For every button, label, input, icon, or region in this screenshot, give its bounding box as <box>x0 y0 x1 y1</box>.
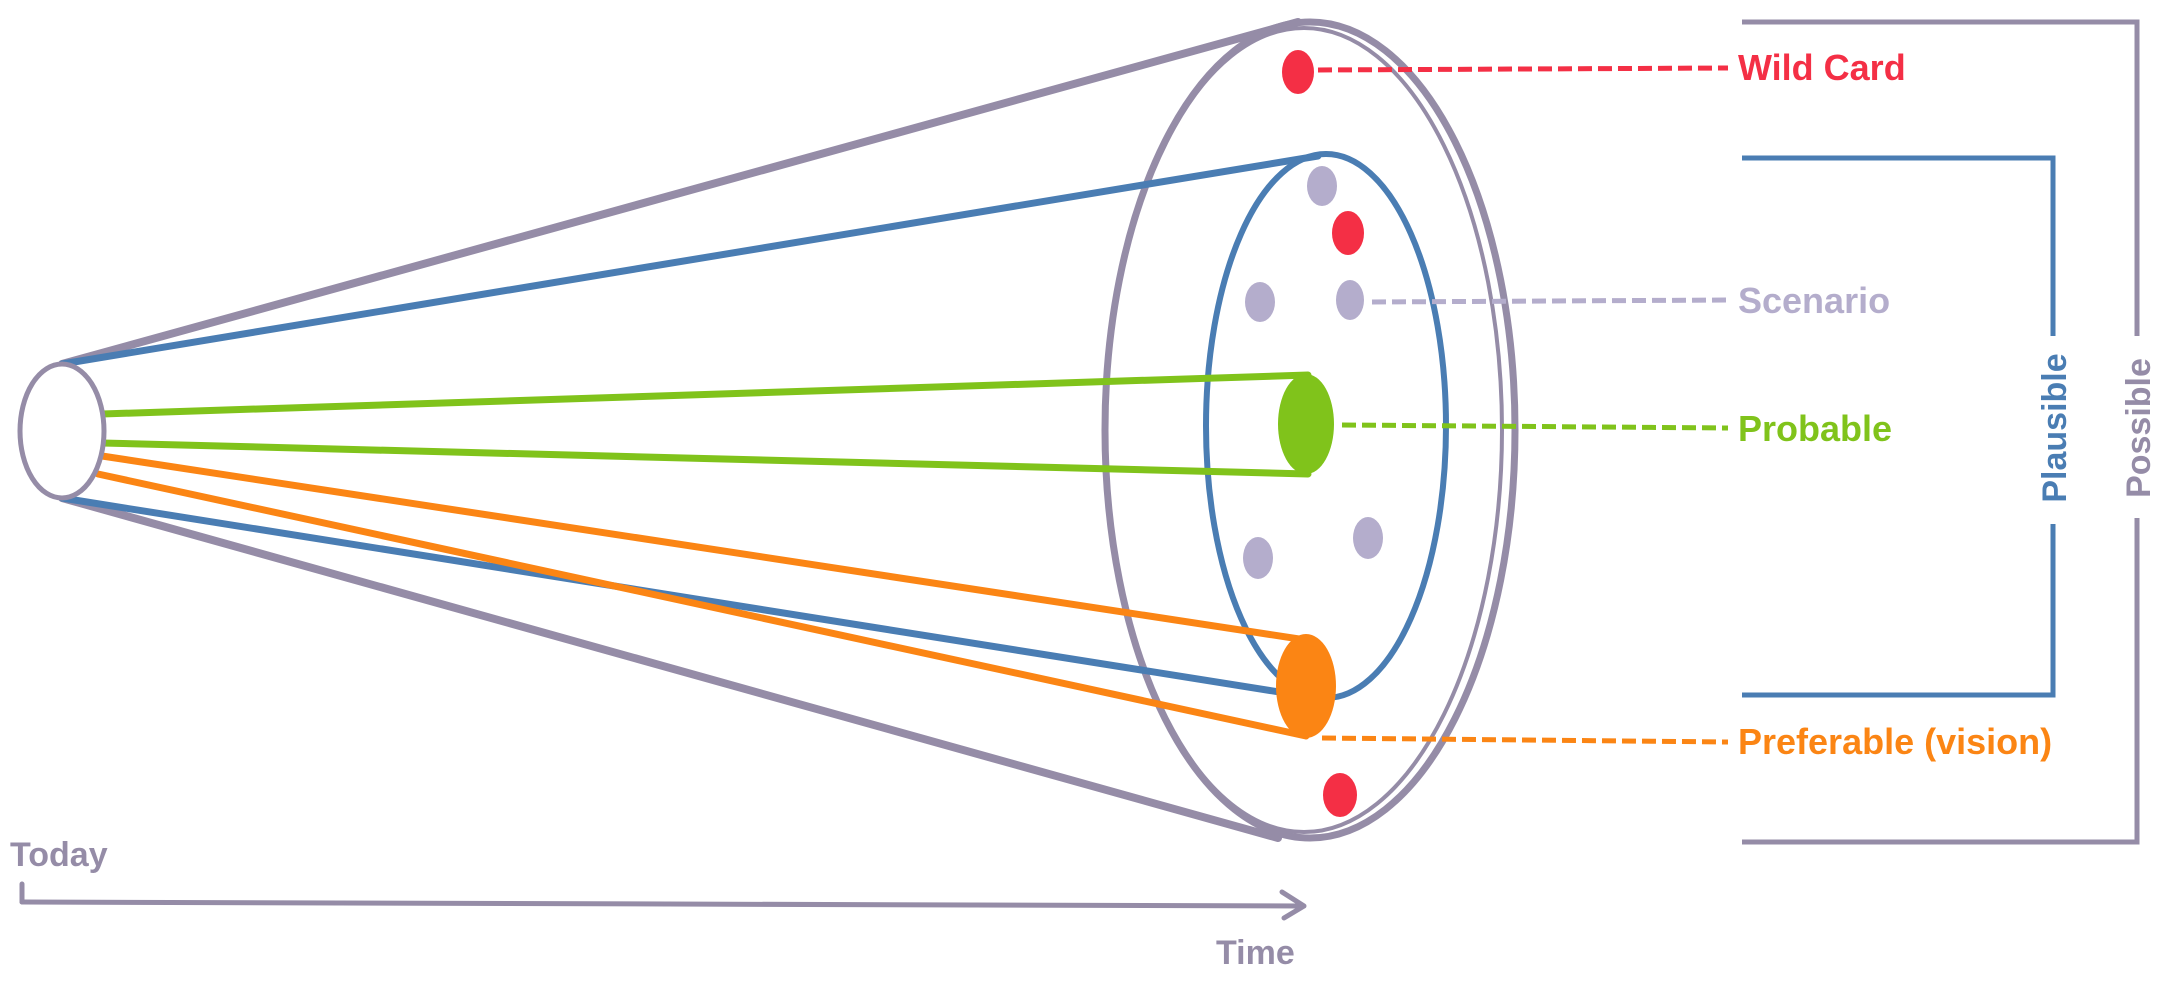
today-label: Today <box>10 836 108 874</box>
scenario-dot <box>1307 166 1337 206</box>
scenario-dot <box>1336 280 1364 320</box>
probable-cone-top-edge <box>98 371 1312 418</box>
probable-cone <box>98 371 1334 478</box>
probable-cone-bottom-edge <box>98 439 1312 478</box>
possible-cone-bottom-edge <box>58 494 1282 842</box>
possible-bracket <box>1742 19 2140 845</box>
wild-card-dot <box>1282 50 1314 94</box>
plausible-label: Plausible <box>2036 353 2074 502</box>
probable-label: Probable <box>1738 408 1892 449</box>
today-origin <box>17 361 107 501</box>
scenario-dot <box>1353 517 1383 559</box>
wild-card-label: Wild Card <box>1738 47 1906 88</box>
possible-label: Possible <box>2120 358 2158 498</box>
leader-lines <box>1317 65 1729 745</box>
plausible-cone-top-edge <box>58 152 1322 368</box>
possible-cone-end-rim <box>1104 26 1504 834</box>
wild-card-dot <box>1323 773 1357 817</box>
preferable-leader <box>1321 735 1729 745</box>
scenario-leader <box>1371 297 1729 305</box>
possible-cone <box>58 18 1519 842</box>
scenario-dots <box>1243 166 1383 579</box>
plausible-bracket <box>1742 155 2056 698</box>
scenario-dot <box>1245 282 1275 322</box>
wild-card-leader <box>1317 65 1729 73</box>
preferable-cone-end <box>1276 634 1336 738</box>
possible-cone-top-edge <box>58 18 1302 368</box>
time-label: Time <box>1216 934 1295 972</box>
preferable-cone-bottom-edge <box>94 470 1310 740</box>
preferable-cone-top-edge <box>98 452 1310 644</box>
probable-leader <box>1341 422 1729 431</box>
preferable-cone <box>94 452 1336 740</box>
scenario-dot <box>1243 537 1273 579</box>
probable-cone-end <box>1278 374 1334 474</box>
time-axis-arrowhead <box>1279 889 1307 921</box>
scenario-label: Scenario <box>1738 280 1890 321</box>
wild-card-dot <box>1332 211 1364 255</box>
wild-card-dots <box>1282 50 1364 817</box>
time-axis-line <box>19 899 1305 909</box>
time-axis <box>19 881 1307 921</box>
preferable-label: Preferable (vision) <box>1738 721 2052 762</box>
